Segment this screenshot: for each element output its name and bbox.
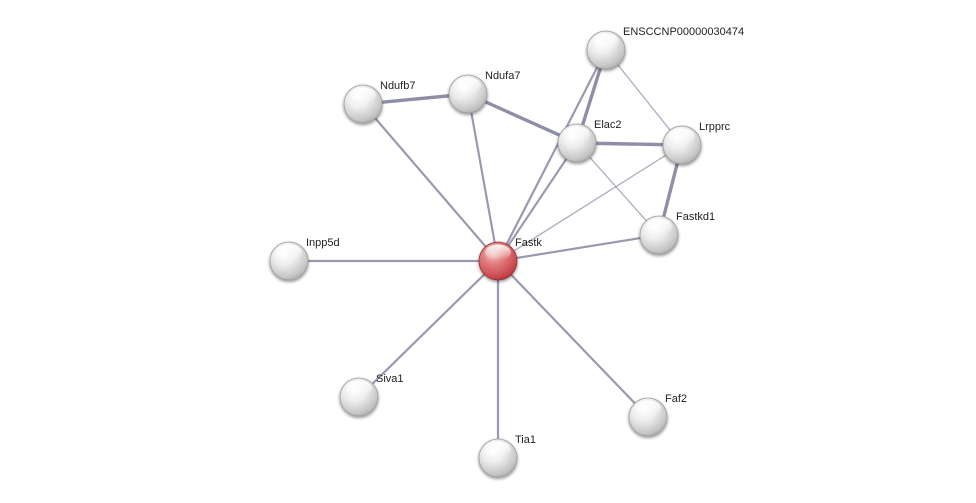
edge-fastk-elac2[interactable] — [496, 141, 579, 263]
node-ndufa7[interactable]: Ndufa7 — [448, 70, 520, 114]
edge-fastk-ndufb7[interactable] — [361, 102, 500, 263]
node-tia1[interactable]: Tia1 — [478, 434, 536, 478]
node-elac2[interactable]: Elac2 — [557, 119, 622, 163]
edge-fastk-ndufa7[interactable] — [466, 92, 500, 263]
node-highlight — [593, 33, 619, 50]
node-label: Ndufb7 — [380, 80, 415, 92]
node-label: Fastk — [515, 237, 542, 249]
edge-ndufa7-elac2[interactable] — [466, 92, 579, 145]
node-highlight — [564, 126, 590, 143]
node-highlight — [669, 128, 695, 145]
node-fastk[interactable]: Fastk — [478, 237, 542, 281]
edge-fastk-faf2[interactable] — [496, 259, 650, 419]
node-highlight — [646, 218, 672, 235]
node-ensccnp00000030474[interactable]: ENSCCNP00000030474 — [586, 26, 744, 70]
edge-fastk-siva1[interactable] — [357, 259, 500, 399]
node-siva1[interactable]: Siva1 — [339, 373, 404, 417]
node-label: Elac2 — [594, 119, 622, 131]
node-highlight — [485, 441, 511, 458]
node-label: Ndufa7 — [485, 70, 520, 82]
node-faf2[interactable]: Faf2 — [628, 393, 687, 437]
edge-fastk-lrpprc[interactable] — [497, 144, 683, 262]
node-highlight — [350, 87, 376, 104]
node-lrpprc[interactable]: Lrpprc — [662, 121, 731, 165]
node-fastkd1[interactable]: Fastkd1 — [639, 211, 715, 255]
edge-ensccnp00000030474-lrpprc[interactable] — [605, 49, 683, 146]
node-label: Siva1 — [376, 373, 404, 385]
node-label: Fastkd1 — [676, 211, 715, 223]
node-label: Faf2 — [665, 393, 687, 405]
node-highlight — [346, 380, 372, 397]
node-ndufb7[interactable]: Ndufb7 — [343, 80, 415, 124]
node-highlight — [635, 400, 661, 417]
node-label: Lrpprc — [699, 121, 731, 133]
node-highlight — [455, 77, 481, 94]
node-label: Inpp5d — [306, 237, 340, 249]
node-label: Tia1 — [515, 434, 536, 446]
edge-elac2-fastkd1[interactable] — [576, 142, 660, 236]
node-label: ENSCCNP00000030474 — [623, 26, 744, 38]
node-highlight — [276, 244, 302, 261]
node-inpp5d[interactable]: Inpp5d — [269, 237, 340, 281]
node-highlight — [485, 244, 511, 261]
edge-fastk-ensccnp00000030474[interactable] — [496, 48, 608, 263]
edge-fastk-fastkd1[interactable] — [496, 233, 661, 263]
